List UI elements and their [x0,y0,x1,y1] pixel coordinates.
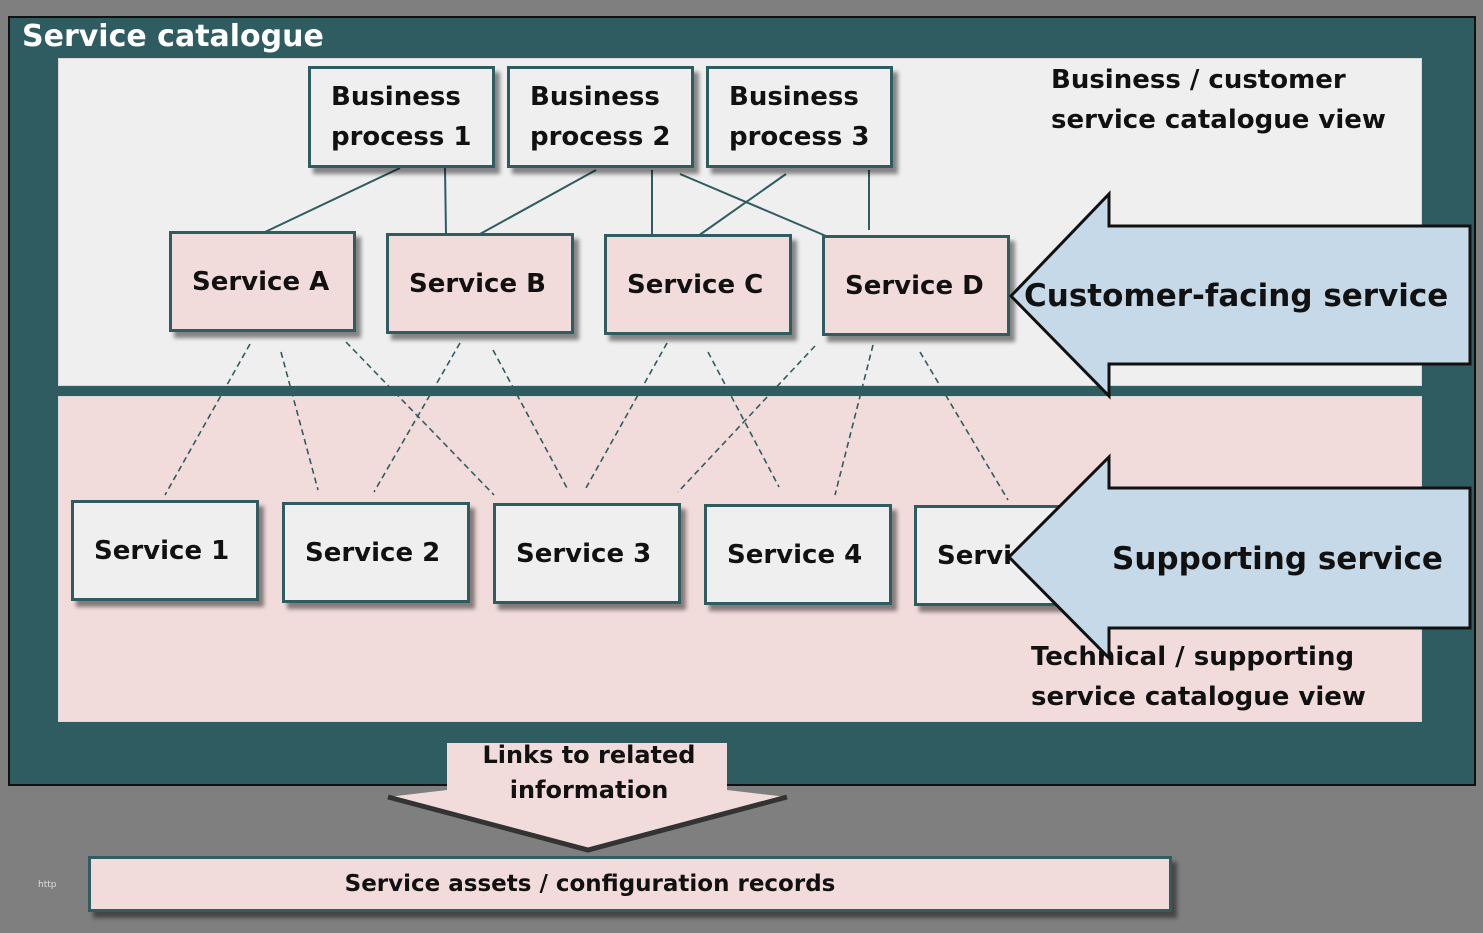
bp2-line2: process 2 [530,122,671,152]
link-c-4 [707,351,780,488]
business-view-line2: service catalogue view [1051,105,1386,135]
service-4: Service 4 [704,504,892,605]
link-c-3 [585,342,668,489]
catalogue-title: Service catalogue [22,19,324,54]
link-a-2 [280,351,319,491]
business-process-1: Business process 1 [308,66,495,168]
service-2-label: Service 2 [305,537,441,568]
link-bp1-a [264,167,401,233]
link-d-5 [919,351,1009,501]
links-label: Links to related information [450,738,728,808]
business-process-2: Business process 2 [507,66,694,168]
assets-label: Service assets / configuration records [344,871,836,897]
link-bp2-b [479,169,597,235]
customer-facing-arrow [1008,190,1472,400]
business-view-line1: Business / customer [1051,65,1346,95]
service-1-label: Service 1 [94,535,230,566]
service-a: Service A [169,231,356,332]
link-d-4 [834,344,874,496]
service-b: Service B [386,233,574,334]
service-3: Service 3 [493,503,681,604]
bp3-line1: Business [729,82,859,112]
link-b-2 [373,342,461,493]
link-bp1-b [444,167,447,235]
link-b-3 [492,349,568,489]
technical-view-line1: Technical / supporting [1031,642,1355,672]
service-a-label: Service A [192,266,330,297]
bp1-line2: process 1 [331,122,472,152]
links-line2: information [509,776,669,804]
service-assets-box: Service assets / configuration records [88,856,1172,912]
business-view-label: Business / customer service catalogue vi… [1051,60,1386,140]
bp1-line1: Business [331,82,461,112]
service-d-label: Service D [845,270,984,301]
link-bp3-c [697,173,787,237]
links-arrow-edge [387,794,788,853]
service-c: Service C [604,234,792,335]
service-3-label: Service 3 [516,538,652,569]
link-a-3 [345,341,495,496]
footer-text: http [38,880,57,890]
service-c-label: Service C [627,269,764,300]
supporting-arrow [1006,453,1472,662]
supporting-label: Supporting service [1112,541,1443,577]
link-bp2-d [679,173,827,237]
bp2-line1: Business [530,82,660,112]
technical-view-line2: service catalogue view [1031,682,1366,712]
business-process-3: Business process 3 [706,66,893,168]
service-4-label: Service 4 [727,539,863,570]
service-b-label: Service B [409,268,546,299]
service-1: Service 1 [71,500,259,601]
service-2: Service 2 [282,502,470,603]
link-d-3 [677,345,816,493]
link-a-1 [164,343,251,496]
links-line1: Links to related [482,741,696,769]
bp3-line2: process 3 [729,122,870,152]
technical-view-label: Technical / supporting service catalogue… [1031,637,1366,717]
customer-facing-label: Customer-facing service [1024,278,1449,314]
service-d: Service D [822,235,1010,336]
